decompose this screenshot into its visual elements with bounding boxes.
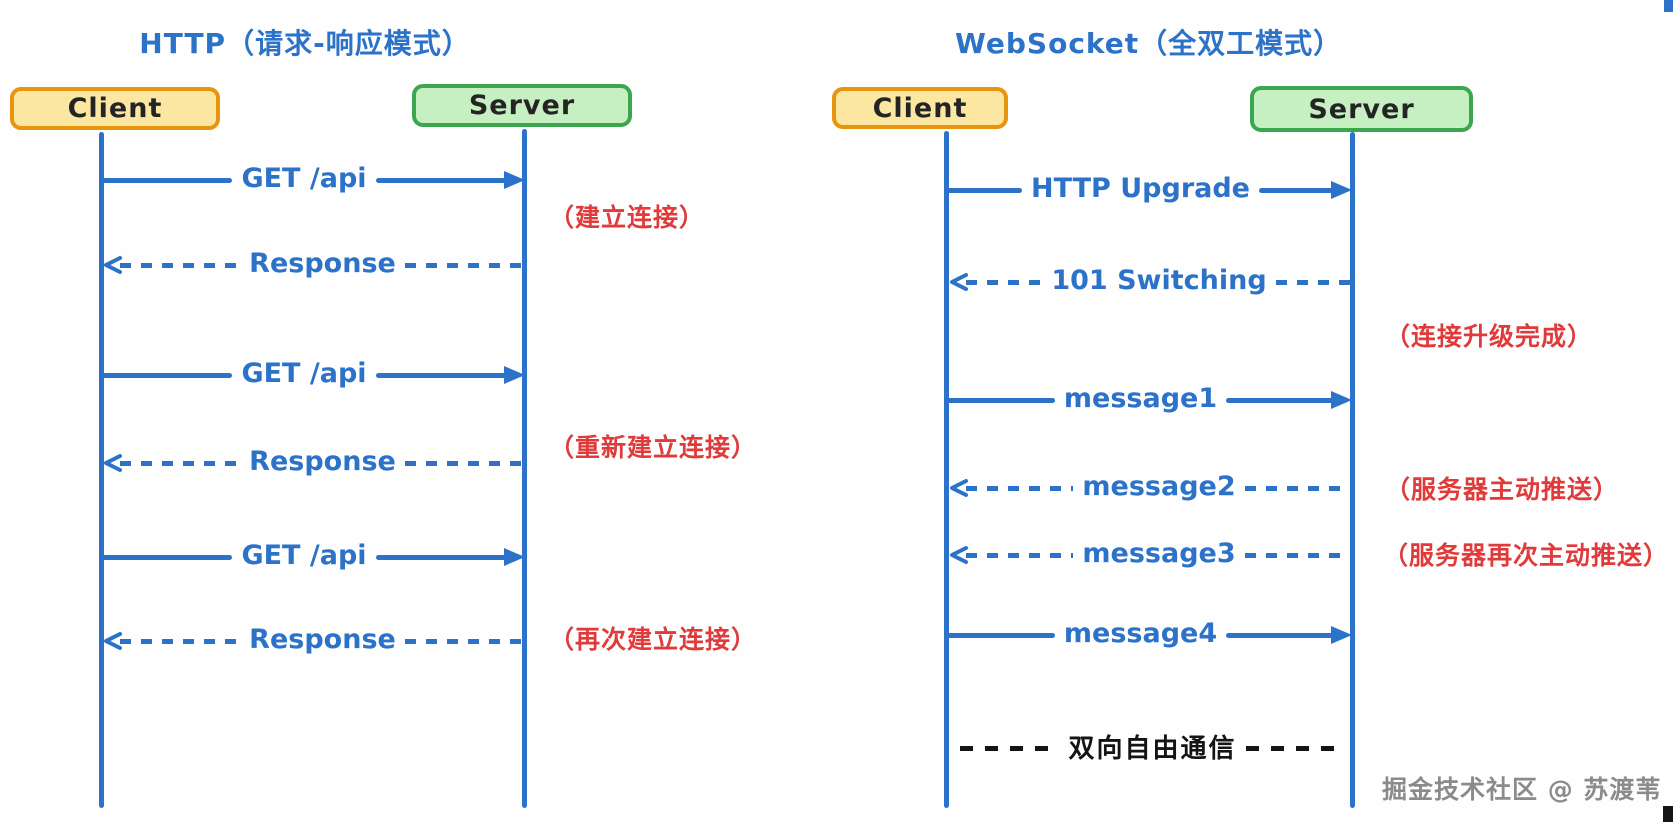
watermark-text: 掘金技术社区 @ 苏渡苇 xyxy=(1382,775,1662,804)
dashed-line xyxy=(960,745,1060,751)
http-client-lifeline xyxy=(99,132,104,808)
http-annotation-connect-again: （再次建立连接） xyxy=(549,625,758,654)
free-communication-label: 双向自由通信 xyxy=(1068,733,1237,764)
http-server-lifeline xyxy=(522,129,527,808)
arrow-line xyxy=(375,372,507,378)
websocket-client-box: Client xyxy=(832,87,1008,129)
http-diagram-title: HTTP（请求-响应模式） xyxy=(139,27,471,60)
arrow-line xyxy=(1226,397,1335,403)
websocket-server-lifeline xyxy=(1350,132,1355,808)
ws-free-communication-note: 双向自由通信 xyxy=(960,733,1346,764)
http-annotation-connect: （建立连接） xyxy=(549,203,706,232)
arrowhead-left-icon xyxy=(101,452,123,474)
arrow-line xyxy=(1259,187,1334,193)
http-message-response1: Response xyxy=(101,247,525,280)
message-label: GET /api xyxy=(241,539,367,571)
arrow-line xyxy=(1275,279,1352,285)
http-message-get1: GET /api xyxy=(101,162,525,195)
message-label: message3 xyxy=(1082,537,1236,569)
arrow-line xyxy=(120,460,241,466)
arrowhead-left-icon xyxy=(101,630,123,652)
arrow-line xyxy=(101,177,233,183)
http-message-response3: Response xyxy=(101,623,525,656)
websocket-server-label: Server xyxy=(1308,93,1415,125)
message-label: GET /api xyxy=(241,357,367,389)
arrowhead-left-icon xyxy=(947,477,969,499)
arrowhead-left-icon xyxy=(947,271,969,293)
message-label: Response xyxy=(249,445,396,477)
artifact-mark-bottom xyxy=(1663,806,1673,822)
arrowhead-right-icon xyxy=(504,366,525,384)
message-label: message2 xyxy=(1082,470,1236,502)
arrow-line xyxy=(404,262,525,268)
message-label: HTTP Upgrade xyxy=(1031,172,1250,204)
http-server-label: Server xyxy=(468,90,576,121)
arrow-line xyxy=(966,279,1043,285)
arrow-line xyxy=(1244,485,1353,491)
artifact-mark-top xyxy=(1664,0,1673,12)
arrow-line xyxy=(101,554,233,560)
arrow-line xyxy=(966,485,1074,491)
message-label: Response xyxy=(249,247,396,279)
websocket-client-label: Client xyxy=(872,92,968,124)
arrow-line xyxy=(1226,632,1335,638)
websocket-client-lifeline xyxy=(944,131,949,808)
ws-message-1: message1 xyxy=(947,382,1353,415)
message-label: GET /api xyxy=(241,162,367,194)
arrow-line xyxy=(947,187,1022,193)
arrow-line xyxy=(120,262,241,268)
http-server-box: Server xyxy=(412,84,632,127)
arrowhead-right-icon xyxy=(1331,391,1353,409)
arrowhead-left-icon xyxy=(101,254,123,276)
http-message-get3: GET /api xyxy=(101,539,525,572)
ws-message-4: message4 xyxy=(947,617,1353,650)
arrow-line xyxy=(947,397,1055,403)
message-label: message1 xyxy=(1063,382,1218,414)
message-label: Response xyxy=(249,623,396,655)
websocket-server-box: Server xyxy=(1250,86,1473,132)
ws-annotation-server-push: （服务器主动推送） xyxy=(1385,475,1620,504)
arrow-line xyxy=(947,632,1055,638)
ws-annotation-server-push-again: （服务器再次主动推送） xyxy=(1383,541,1670,570)
arrowhead-right-icon xyxy=(504,171,525,189)
http-client-box: Client xyxy=(10,87,220,130)
ws-message-3: message3 xyxy=(947,537,1353,570)
arrow-line xyxy=(966,552,1074,558)
arrow-line xyxy=(404,638,525,644)
ws-message-upgrade: HTTP Upgrade xyxy=(947,172,1352,205)
http-annotation-reconnect: （重新建立连接） xyxy=(549,433,758,462)
arrow-line xyxy=(404,460,525,466)
ws-message-2: message2 xyxy=(947,470,1353,503)
http-client-label: Client xyxy=(67,93,163,124)
arrowhead-right-icon xyxy=(1331,626,1353,644)
arrow-line xyxy=(120,638,241,644)
arrowhead-right-icon xyxy=(504,548,525,566)
websocket-diagram-title: WebSocket（全双工模式） xyxy=(955,27,1343,60)
arrow-line xyxy=(1244,552,1353,558)
arrow-line xyxy=(375,554,507,560)
http-message-response2: Response xyxy=(101,445,525,478)
ws-message-switching: 101 Switching xyxy=(947,264,1352,297)
arrowhead-right-icon xyxy=(1331,181,1352,199)
ws-annotation-upgrade-done: （连接升级完成） xyxy=(1385,322,1594,351)
arrowhead-left-icon xyxy=(947,544,969,566)
message-label: message4 xyxy=(1063,617,1218,649)
arrow-line xyxy=(375,177,507,183)
http-message-get2: GET /api xyxy=(101,357,525,390)
message-label: 101 Switching xyxy=(1051,264,1267,296)
dashed-line xyxy=(1245,745,1346,751)
arrow-line xyxy=(101,372,233,378)
